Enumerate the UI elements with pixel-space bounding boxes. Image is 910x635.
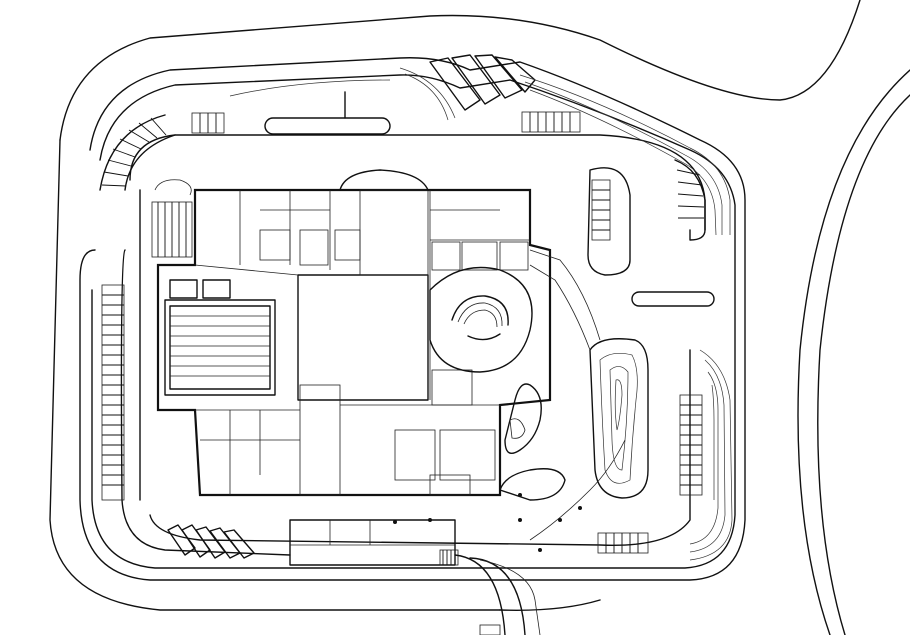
room-partitions <box>194 190 530 496</box>
parking-stalls-left <box>101 284 125 501</box>
courtyard-garden <box>499 249 601 501</box>
median-strip <box>631 291 715 307</box>
parking-stalls-top-left-curve <box>99 114 176 191</box>
outer-road-boundary <box>49 0 910 635</box>
amphitheater <box>429 266 533 373</box>
landscape-contours-right <box>689 349 733 561</box>
angled-parking-bottom <box>167 524 255 559</box>
parking-loop <box>129 134 706 546</box>
site-bollards <box>393 493 582 552</box>
main-building <box>156 169 552 497</box>
landscape-island-right <box>589 338 649 499</box>
parking-stalls-top <box>191 91 581 135</box>
parking-stalls-west <box>151 179 193 258</box>
south-entry-block <box>289 519 459 566</box>
inner-road-loop <box>79 57 746 581</box>
landscape-island-top-right <box>587 167 631 276</box>
landscape-contours-top <box>229 67 731 236</box>
entry-drive <box>454 439 626 635</box>
swimming-pool <box>164 279 276 396</box>
parking-stalls-right <box>597 159 706 554</box>
